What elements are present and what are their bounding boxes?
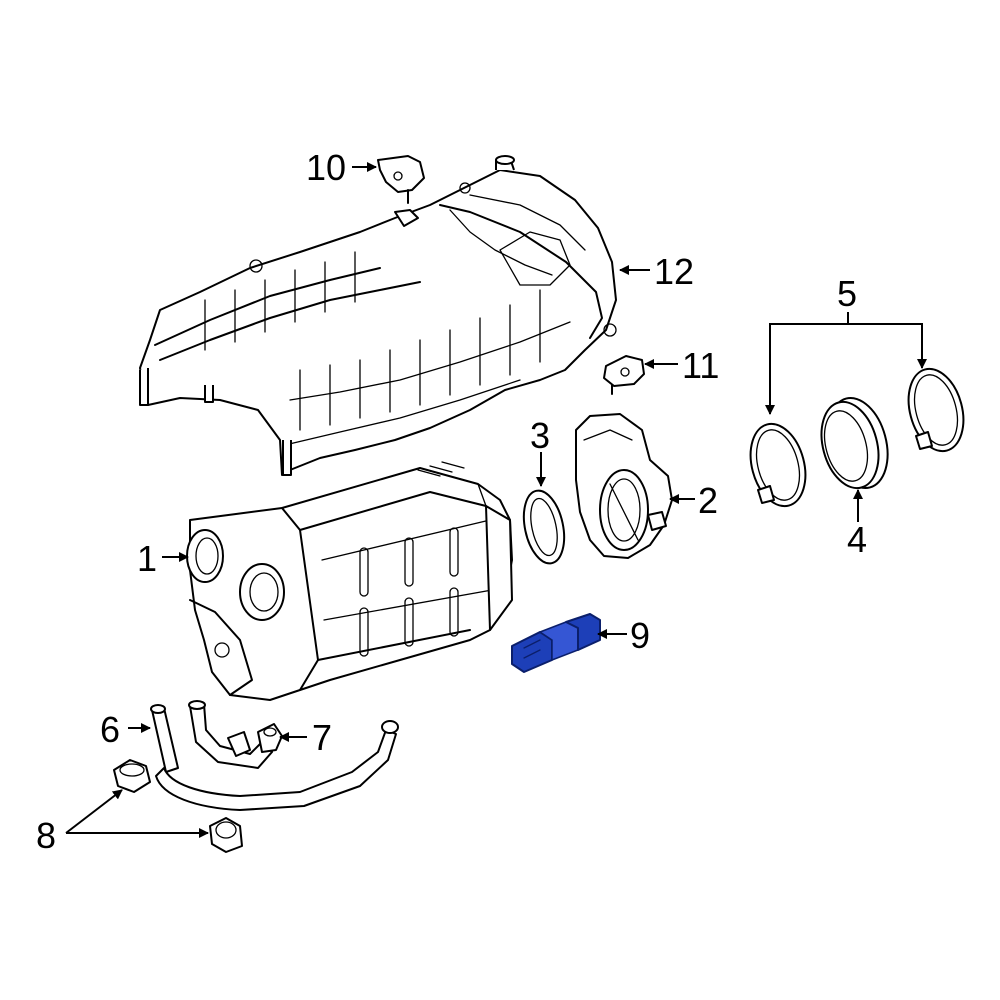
sensor-top[interactable] <box>377 155 425 204</box>
sleeve[interactable] <box>813 391 897 494</box>
callout-10: 10 <box>306 147 346 188</box>
callout-1: 1 <box>137 538 157 579</box>
throttle-body[interactable] <box>575 413 673 559</box>
callout-12: 12 <box>654 251 694 292</box>
callout-labels: 10 12 11 3 2 5 4 1 9 6 7 8 <box>36 147 867 856</box>
gasket[interactable] <box>518 487 571 567</box>
callout-5: 5 <box>837 273 857 314</box>
callout-7: 7 <box>312 717 332 758</box>
hose-short[interactable] <box>150 704 399 811</box>
intake-manifold[interactable] <box>139 155 617 476</box>
callout-11: 11 <box>682 345 719 386</box>
hose-fitting[interactable] <box>257 723 283 753</box>
cap-lower[interactable] <box>209 817 243 853</box>
sensor-right[interactable] <box>603 355 645 395</box>
leader-lines <box>65 162 927 838</box>
intercooler[interactable] <box>186 461 513 701</box>
clamp-left[interactable] <box>742 418 814 513</box>
clamp-right[interactable] <box>900 363 972 458</box>
callout-2: 2 <box>698 480 718 521</box>
callout-6: 6 <box>100 709 120 750</box>
callout-3: 3 <box>530 415 550 456</box>
callout-9: 9 <box>630 615 650 656</box>
cap-upper[interactable] <box>113 759 151 793</box>
highlighted-sensor[interactable] <box>511 613 601 673</box>
callout-4: 4 <box>847 519 867 560</box>
callout-8: 8 <box>36 815 56 856</box>
